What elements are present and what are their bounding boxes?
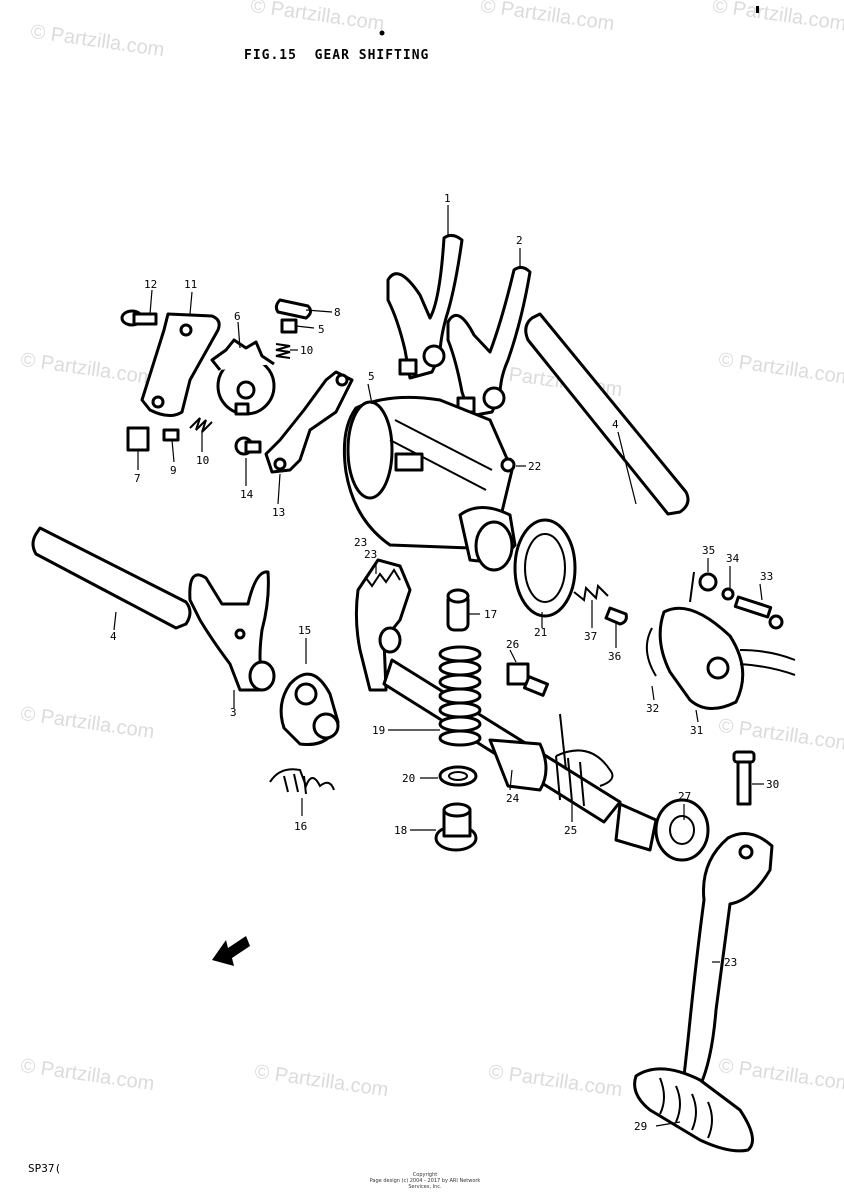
callout-3: 3 (230, 706, 237, 719)
gear-shift-lever[interactable] (680, 832, 774, 1096)
cam-stopper-plate[interactable] (140, 312, 221, 417)
pin-9[interactable] (162, 428, 180, 442)
figure-title: FIG.15 GEAR SHIFTING (244, 48, 430, 63)
leader-lines (113, 205, 764, 1127)
bolt-26[interactable] (506, 662, 550, 697)
spring-10-upper[interactable] (275, 343, 291, 359)
callout-30: 30 (766, 778, 779, 791)
callout-7: 7 (134, 472, 141, 485)
callout-26: 26 (506, 638, 519, 651)
return-spring-25[interactable] (555, 713, 614, 807)
pedal-rubber-29[interactable] (633, 1067, 754, 1153)
callout-8: 8 (334, 306, 341, 319)
callout-32: 32 (646, 702, 659, 715)
shift-arm-23[interactable] (354, 558, 412, 692)
screw-12[interactable] (120, 309, 158, 327)
callout-5-cam: 5 (368, 370, 375, 383)
shift-fork-1[interactable] (386, 233, 464, 380)
gear-shift-shaft[interactable] (382, 658, 622, 824)
cam-guide-plate[interactable] (264, 370, 354, 474)
callout-23-arm: 23 (364, 548, 377, 561)
callout-9: 9 (170, 464, 177, 477)
callout-23-lever: 23 (724, 956, 737, 969)
bolt-30[interactable] (732, 750, 756, 806)
callout-6: 6 (234, 310, 241, 323)
footer-code: SP37( (28, 1162, 62, 1175)
shift-fork-2[interactable] (446, 265, 532, 418)
gear-shift-cam[interactable] (342, 395, 517, 572)
callout-4-right: 4 (612, 418, 619, 431)
pin-17[interactable] (446, 588, 470, 632)
register-mark (379, 30, 385, 36)
callout-20: 20 (402, 772, 415, 785)
callout-15: 15 (298, 624, 311, 637)
callout-10-lower: 10 (196, 454, 209, 467)
lever-plate-15[interactable] (279, 672, 340, 747)
washer-34[interactable] (721, 587, 735, 601)
callout-16: 16 (294, 820, 307, 833)
washer-35[interactable] (689, 571, 718, 603)
callout-31: 31 (690, 724, 703, 737)
fork-shaft-left[interactable] (31, 526, 192, 630)
callout-4-left: 4 (110, 630, 117, 643)
copyright-notice: Copyright Page design (c) 2004 - 2017 by… (360, 1172, 490, 1190)
register-mark (756, 6, 759, 13)
screw-14[interactable] (234, 436, 262, 456)
callout-10-upper: 10 (300, 344, 313, 357)
callout-22: 22 (528, 460, 541, 473)
pin-5[interactable] (280, 318, 298, 334)
callout-25: 25 (564, 824, 577, 837)
callout-14: 14 (240, 488, 254, 501)
callout-33: 33 (760, 570, 773, 583)
callout-24: 24 (506, 792, 520, 805)
callout-18: 18 (394, 824, 407, 837)
plug-18[interactable] (434, 802, 478, 852)
callout-13: 13 (272, 506, 285, 519)
direction-arrow-icon (212, 936, 250, 966)
callout-12: 12 (144, 278, 157, 291)
fork-shaft-right[interactable] (524, 312, 690, 516)
callout-21: 21 (534, 626, 547, 639)
pin-22[interactable] (500, 457, 516, 473)
cam-gear[interactable] (210, 338, 276, 416)
spring-19[interactable] (438, 645, 482, 747)
callout-17: 17 (484, 608, 497, 621)
copyright-line: Copyright (412, 1172, 438, 1178)
copyright-line: Page design (c) 2004 - 2017 by ARI Netwo… (369, 1178, 481, 1190)
washer-20[interactable] (438, 765, 478, 787)
screw-33[interactable] (733, 595, 784, 630)
spring-10-lower[interactable] (189, 417, 213, 433)
callout-11: 11 (184, 278, 197, 291)
callout-37: 37 (584, 630, 597, 643)
spring-37[interactable] (573, 583, 609, 602)
callout-19: 19 (372, 724, 385, 737)
callout-2: 2 (516, 234, 523, 247)
neutral-switch[interactable] (645, 606, 796, 710)
callout-5-pin: 5 (318, 323, 325, 336)
callout-23-extra: 23 (354, 536, 367, 549)
pin-36[interactable] (604, 606, 628, 626)
gasket-32[interactable] (513, 518, 577, 618)
spring-16[interactable] (269, 768, 335, 795)
callout-29: 29 (634, 1120, 647, 1133)
callout-1: 1 (444, 192, 451, 205)
callout-27: 27 (678, 790, 691, 803)
shift-fork-3[interactable] (188, 570, 276, 692)
oil-seal-27[interactable] (614, 798, 710, 862)
stopper-7[interactable] (126, 426, 150, 452)
pin-8[interactable] (274, 298, 313, 320)
callout-35: 35 (702, 544, 715, 557)
callout-34: 34 (726, 552, 740, 565)
callout-36: 36 (608, 650, 621, 663)
